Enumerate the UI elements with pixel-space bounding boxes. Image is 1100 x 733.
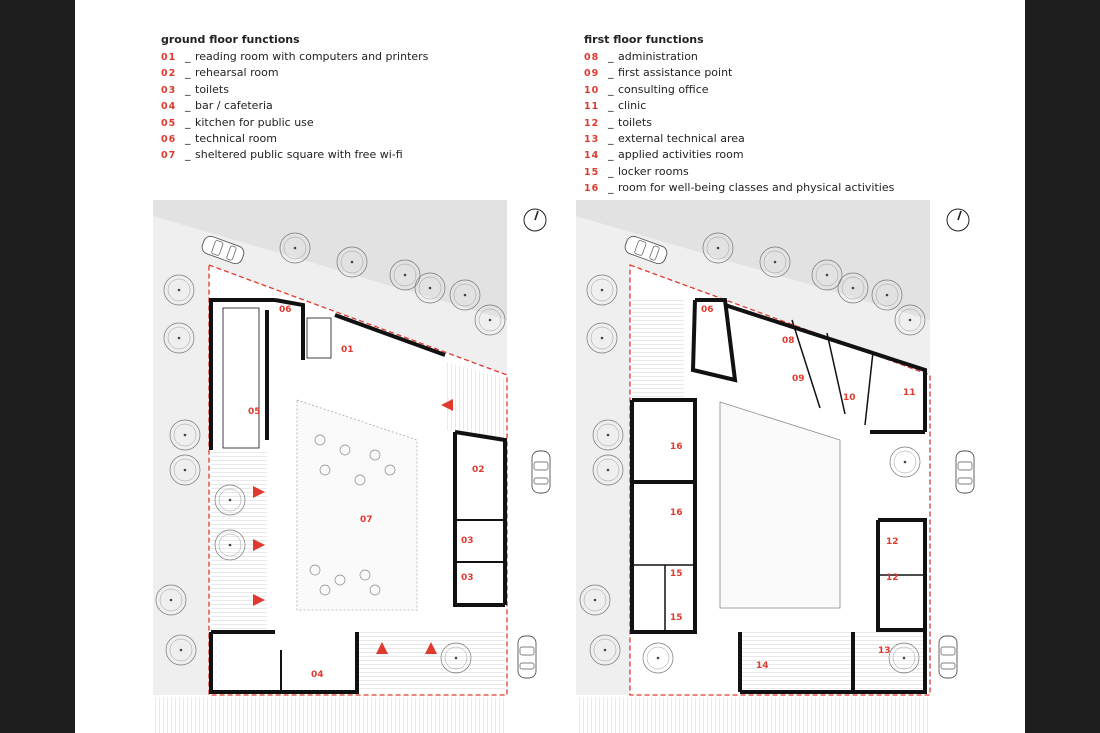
- legend-item: 04_bar / cafeteria: [161, 99, 273, 113]
- car-icon: [938, 635, 958, 679]
- legend-item: 12_toilets: [584, 115, 652, 129]
- room-label: 06: [279, 305, 292, 315]
- north-arrow-icon: [523, 208, 547, 232]
- legend-item: 13_external technical area: [584, 131, 745, 145]
- legend-item: 14_applied activities room: [584, 148, 744, 162]
- legend-item: 15_locker rooms: [584, 164, 689, 178]
- walls: [630, 298, 927, 694]
- car-icon: [531, 450, 551, 494]
- legend-item: 16_room for well-being classes and physi…: [584, 181, 895, 195]
- courtyard: [296, 399, 418, 611]
- legend-item: 03_toilets: [161, 82, 229, 96]
- first-floor-plan: 06 08 09 10 11 16 16 12 12 15 15 14 13: [576, 200, 975, 733]
- courtyard-void: [719, 401, 841, 609]
- legend-item: 11_clinic: [584, 99, 647, 113]
- room-label: 09: [792, 374, 805, 384]
- road: [153, 200, 507, 320]
- ground-floor-plan: 06 01 05 02 07 03 03 04: [153, 200, 551, 733]
- terrace-paving: [445, 362, 505, 440]
- road: [576, 200, 930, 320]
- room-label: 15: [670, 613, 683, 623]
- room-label: 05: [248, 407, 261, 417]
- street-paving: [153, 697, 507, 733]
- terrace-paving: [740, 632, 925, 692]
- walls: [209, 298, 507, 694]
- room-label: 07: [360, 515, 373, 525]
- north-arrow-icon: [946, 208, 970, 232]
- room-label: 16: [670, 508, 683, 518]
- car-icon: [517, 635, 537, 679]
- room-label: 16: [670, 442, 683, 452]
- legend-item: 05_kitchen for public use: [161, 115, 314, 129]
- legend-item: 06_technical room: [161, 131, 277, 145]
- room-label: 08: [782, 336, 795, 346]
- room-label: 13: [878, 646, 891, 656]
- legend-item: 08_administration: [584, 50, 698, 63]
- room-label: 03: [461, 536, 474, 546]
- room-label: 10: [843, 393, 856, 403]
- first-floor-legend: first floor functions 08_administration …: [584, 33, 894, 197]
- room-label: 12: [886, 537, 899, 547]
- legend-item: 02_rehearsal room: [161, 66, 279, 80]
- room-labels: 06 01 05 02 07 03 03 04: [248, 305, 485, 680]
- legend-title: ground floor functions: [161, 33, 300, 46]
- legend-item: 10_consulting office: [584, 82, 709, 96]
- legend-item: 09_first assistance point: [584, 66, 733, 80]
- room-label: 11: [903, 388, 916, 398]
- room-label: 15: [670, 569, 683, 579]
- room-label: 06: [701, 305, 714, 315]
- car-icon: [955, 450, 975, 494]
- ground-floor-legend: ground floor functions 01_reading room w…: [161, 33, 428, 164]
- street-paving: [576, 697, 930, 733]
- room-label: 03: [461, 573, 474, 583]
- room-label: 12: [886, 573, 899, 583]
- upper-floor-outline: [208, 264, 508, 696]
- legend-item: 01_reading room with computers and print…: [161, 50, 429, 63]
- room-labels: 06 08 09 10 11 16 16 12 12 15 15 14 13: [670, 305, 916, 671]
- courtyard-furniture: [309, 434, 396, 596]
- terrace-paving: [632, 300, 684, 400]
- drawing-sheet: ground floor functions 01_reading room w…: [75, 0, 1025, 733]
- room-label: 14: [756, 661, 769, 671]
- room-label: 01: [341, 345, 354, 355]
- room-label: 02: [472, 465, 485, 475]
- legend-item: 07_sheltered public square with free wi-…: [161, 148, 403, 162]
- legend-title: first floor functions: [584, 33, 704, 46]
- terrace-paving: [357, 632, 505, 692]
- room-label: 04: [311, 670, 324, 680]
- floor-plans: 06 01 05 02 07 03 03 04: [153, 200, 975, 733]
